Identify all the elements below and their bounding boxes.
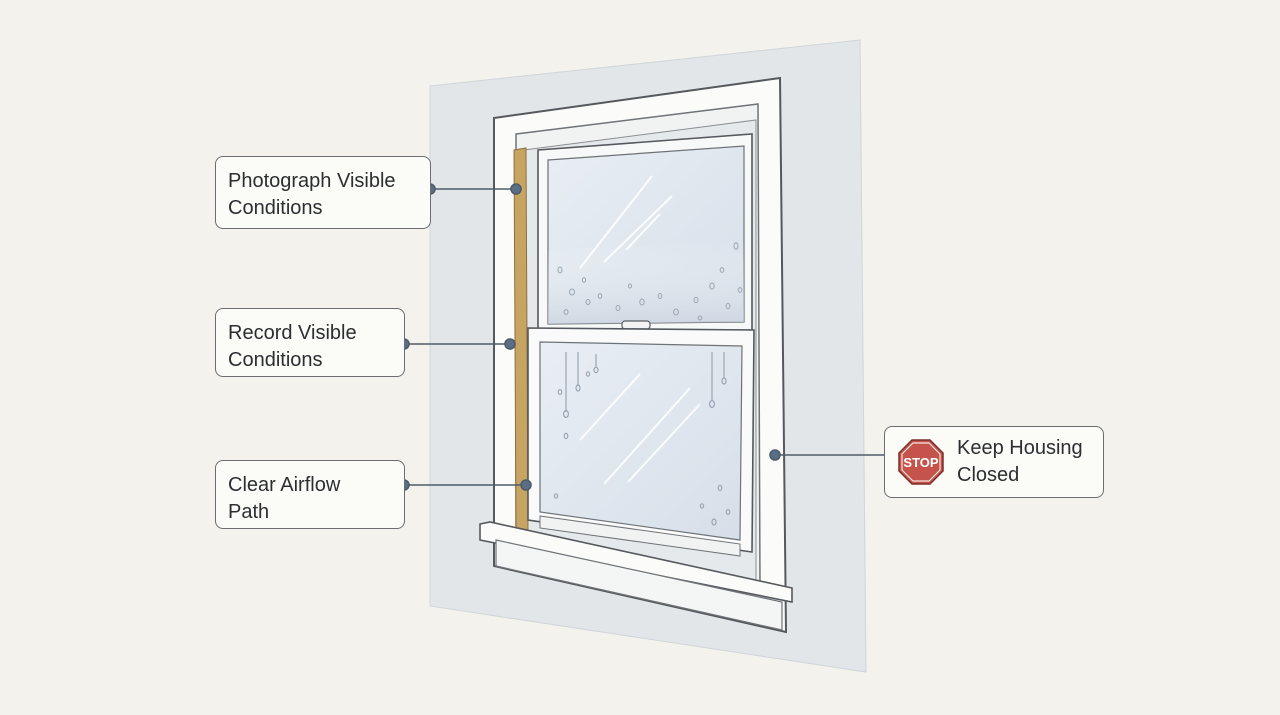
callout-photograph-visible-conditions: Photograph Visible Conditions <box>215 156 431 229</box>
leader-dot-housing-end <box>769 449 781 461</box>
callout-text-line-2: Conditions <box>228 349 323 371</box>
lower-glass <box>539 341 743 541</box>
callout-text-line-1: Photograph Visible <box>228 170 396 192</box>
stop-sign-shape <box>898 439 944 485</box>
leader-dot-record-end <box>504 338 516 350</box>
callout-clear-airflow-path: Clear Airflow Path <box>215 460 405 529</box>
lower-sash-rail <box>539 515 741 557</box>
leader-dot-airflow-end <box>520 479 532 491</box>
leader-dot-photograph-end <box>510 183 522 195</box>
upper-condensation <box>557 242 743 321</box>
callout-text-line-2: Closed <box>957 464 1020 486</box>
stop-sign-text: STOP <box>903 455 938 470</box>
upper-glass-fog <box>548 240 744 324</box>
callout-text-line-2: Path <box>228 501 270 523</box>
callout-keep-housing-closed: STOP Keep Housing Closed <box>884 426 1104 498</box>
callout-text-line-2: Conditions <box>228 197 323 219</box>
lower-condensation <box>553 352 731 526</box>
callout-text-line-1: Record Visible <box>228 322 357 344</box>
callout-text-line-1: Keep Housing <box>957 437 1083 459</box>
callout-text-line-1: Clear Airflow <box>228 474 341 496</box>
weatherstrip <box>513 147 529 533</box>
window-apron <box>495 539 783 631</box>
callout-record-visible-conditions: Record Visible Conditions <box>215 308 405 377</box>
stop-sign-icon: STOP <box>898 439 944 485</box>
callout-text: Keep Housing Closed <box>957 435 1083 489</box>
sash-lock <box>621 320 651 330</box>
lower-glass-reflections <box>579 373 701 485</box>
upper-glass-reflections <box>579 175 673 269</box>
window-sill <box>479 521 793 603</box>
